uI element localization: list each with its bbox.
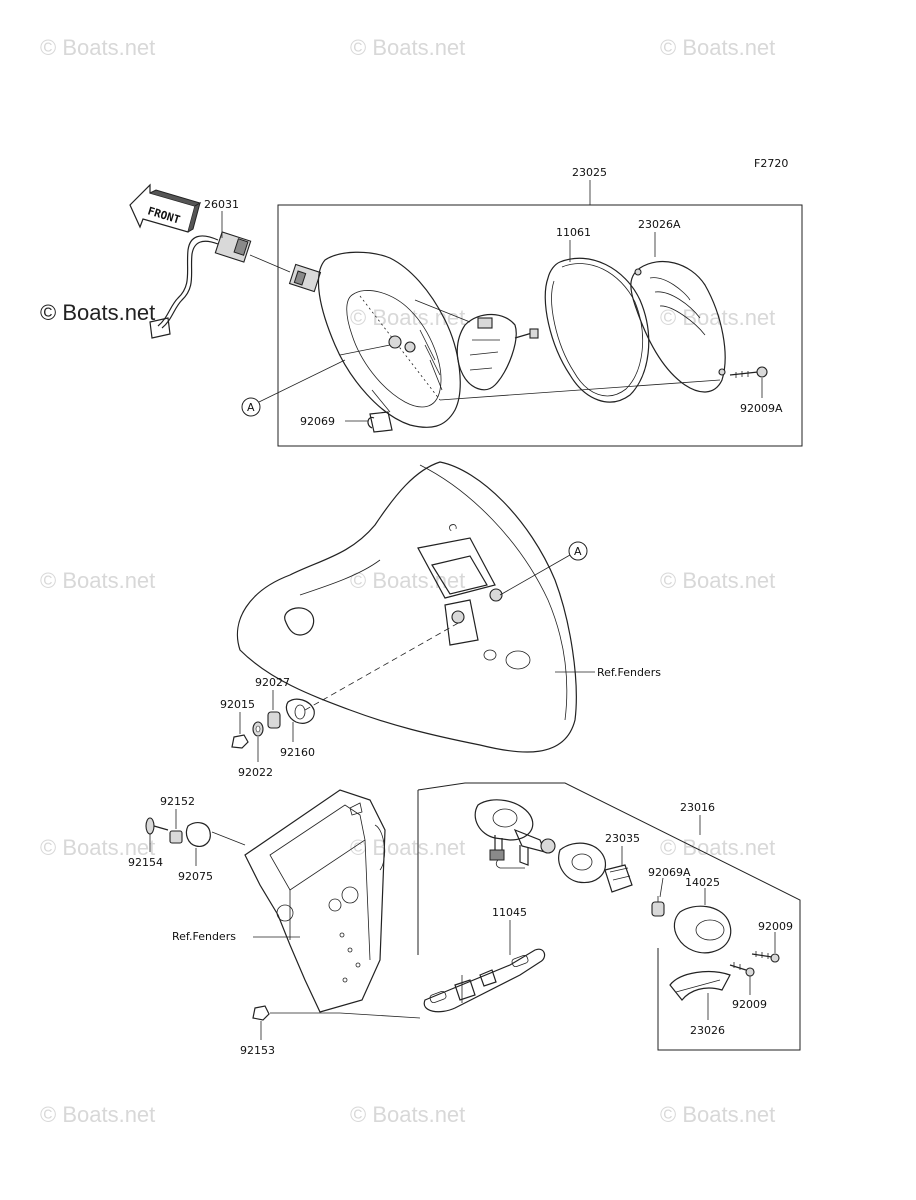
watermark: © Boats.net: [350, 568, 465, 593]
part-label-14025: 14025: [685, 876, 720, 889]
watermark: © Boats.net: [40, 35, 155, 60]
lamp-base: [474, 799, 556, 869]
svg-text:A: A: [247, 401, 255, 414]
ref-marker-a-fender: A: [499, 541, 588, 596]
part-label-23016: 23016: [680, 801, 715, 814]
grommet-92160: [285, 698, 315, 742]
washer-92022: [252, 721, 264, 762]
watermark: © Boats.net: [660, 1102, 775, 1127]
bolt-92154: [145, 817, 169, 852]
watermark: © Boats.net: [660, 835, 775, 860]
screw-92009A: [729, 366, 768, 398]
bulb-92069: [345, 389, 393, 433]
grommet-92075: [185, 822, 246, 866]
part-label-92075: 92075: [178, 870, 213, 883]
rear-fender: C: [236, 461, 595, 753]
part-label-92022: 92022: [238, 766, 273, 779]
part-label-92160: 92160: [280, 746, 315, 759]
part-label-92152: 92152: [160, 795, 195, 808]
watermark: © Boats.net: [350, 305, 465, 330]
collar-92152: [169, 809, 183, 844]
part-label-26031: 26031: [204, 198, 239, 211]
part-label-23025: 23025: [572, 166, 607, 179]
ref-fenders-label-2: Ref.Fenders: [172, 930, 236, 943]
ref-marker-a-top: A: [241, 359, 346, 417]
watermark: © Boats.net: [40, 835, 155, 860]
watermark: © Boats.net: [350, 1102, 465, 1127]
connector-socket: [288, 263, 322, 293]
figure-code: F2720: [754, 157, 788, 170]
nut-92015: [231, 712, 249, 749]
bracket-11045: [423, 920, 546, 1013]
watermark: © Boats.net: [660, 568, 775, 593]
watermark: © Boats.net: [40, 1102, 155, 1127]
part-label-11061: 11061: [556, 226, 591, 239]
assembly-box-23025: [277, 204, 803, 447]
assembly-line: [439, 379, 721, 401]
part-label-92015: 92015: [220, 698, 255, 711]
assembly-box-23016: [417, 782, 801, 1051]
part-label-92154: 92154: [128, 856, 163, 869]
part-label-92069: 92069: [300, 415, 335, 428]
watermark: © Boats.net: [40, 568, 155, 593]
lens-23026A: [630, 260, 726, 393]
wiring-harness-26031: [149, 211, 291, 339]
screw-92009-upper: [751, 932, 780, 963]
taillight-housing: [317, 251, 461, 428]
part-label-23026A: 23026A: [638, 218, 681, 231]
watermark: © Boats.net: [660, 305, 775, 330]
license-bracket: [244, 789, 386, 1013]
svg-text:A: A: [574, 545, 582, 558]
assembly-line: [414, 299, 471, 323]
watermark: © Boats.net: [350, 835, 465, 860]
svg-text:C: C: [445, 522, 458, 532]
assembly-dashed-line: [304, 621, 461, 711]
gasket-11061: [544, 257, 650, 403]
watermark: © Boats.net: [660, 35, 775, 60]
inner-reflector: [456, 313, 517, 391]
lamp-cover-14025: [673, 888, 732, 954]
ref-fenders-label-1: Ref.Fenders: [597, 666, 661, 679]
part-label-92153: 92153: [240, 1044, 275, 1057]
part-label-23035: 23035: [605, 832, 640, 845]
screw-92009-lower: [729, 962, 755, 995]
nut-92153: [252, 1005, 340, 1040]
part-label-92027: 92027: [255, 676, 290, 689]
watermark-layer: © Boats.net © Boats.net © Boats.net © Bo…: [40, 35, 775, 1127]
watermark-dark: © Boats.net: [40, 300, 155, 325]
watermark: © Boats.net: [350, 35, 465, 60]
screw-small: [514, 328, 539, 339]
bulb-92069A: [651, 877, 665, 917]
socket-23035: [558, 842, 633, 893]
collar-92027: [267, 690, 281, 729]
part-label-92009A: 92009A: [740, 402, 783, 415]
assembly-line: [339, 1012, 421, 1019]
part-label-11045: 11045: [492, 906, 527, 919]
part-label-92009-lower: 92009: [732, 998, 767, 1011]
part-label-92009-upper: 92009: [758, 920, 793, 933]
part-label-92069A: 92069A: [648, 866, 691, 879]
part-label-23026: 23026: [690, 1024, 725, 1037]
front-arrow-icon: FRONT: [129, 183, 202, 233]
lens-23026: [669, 970, 731, 1020]
